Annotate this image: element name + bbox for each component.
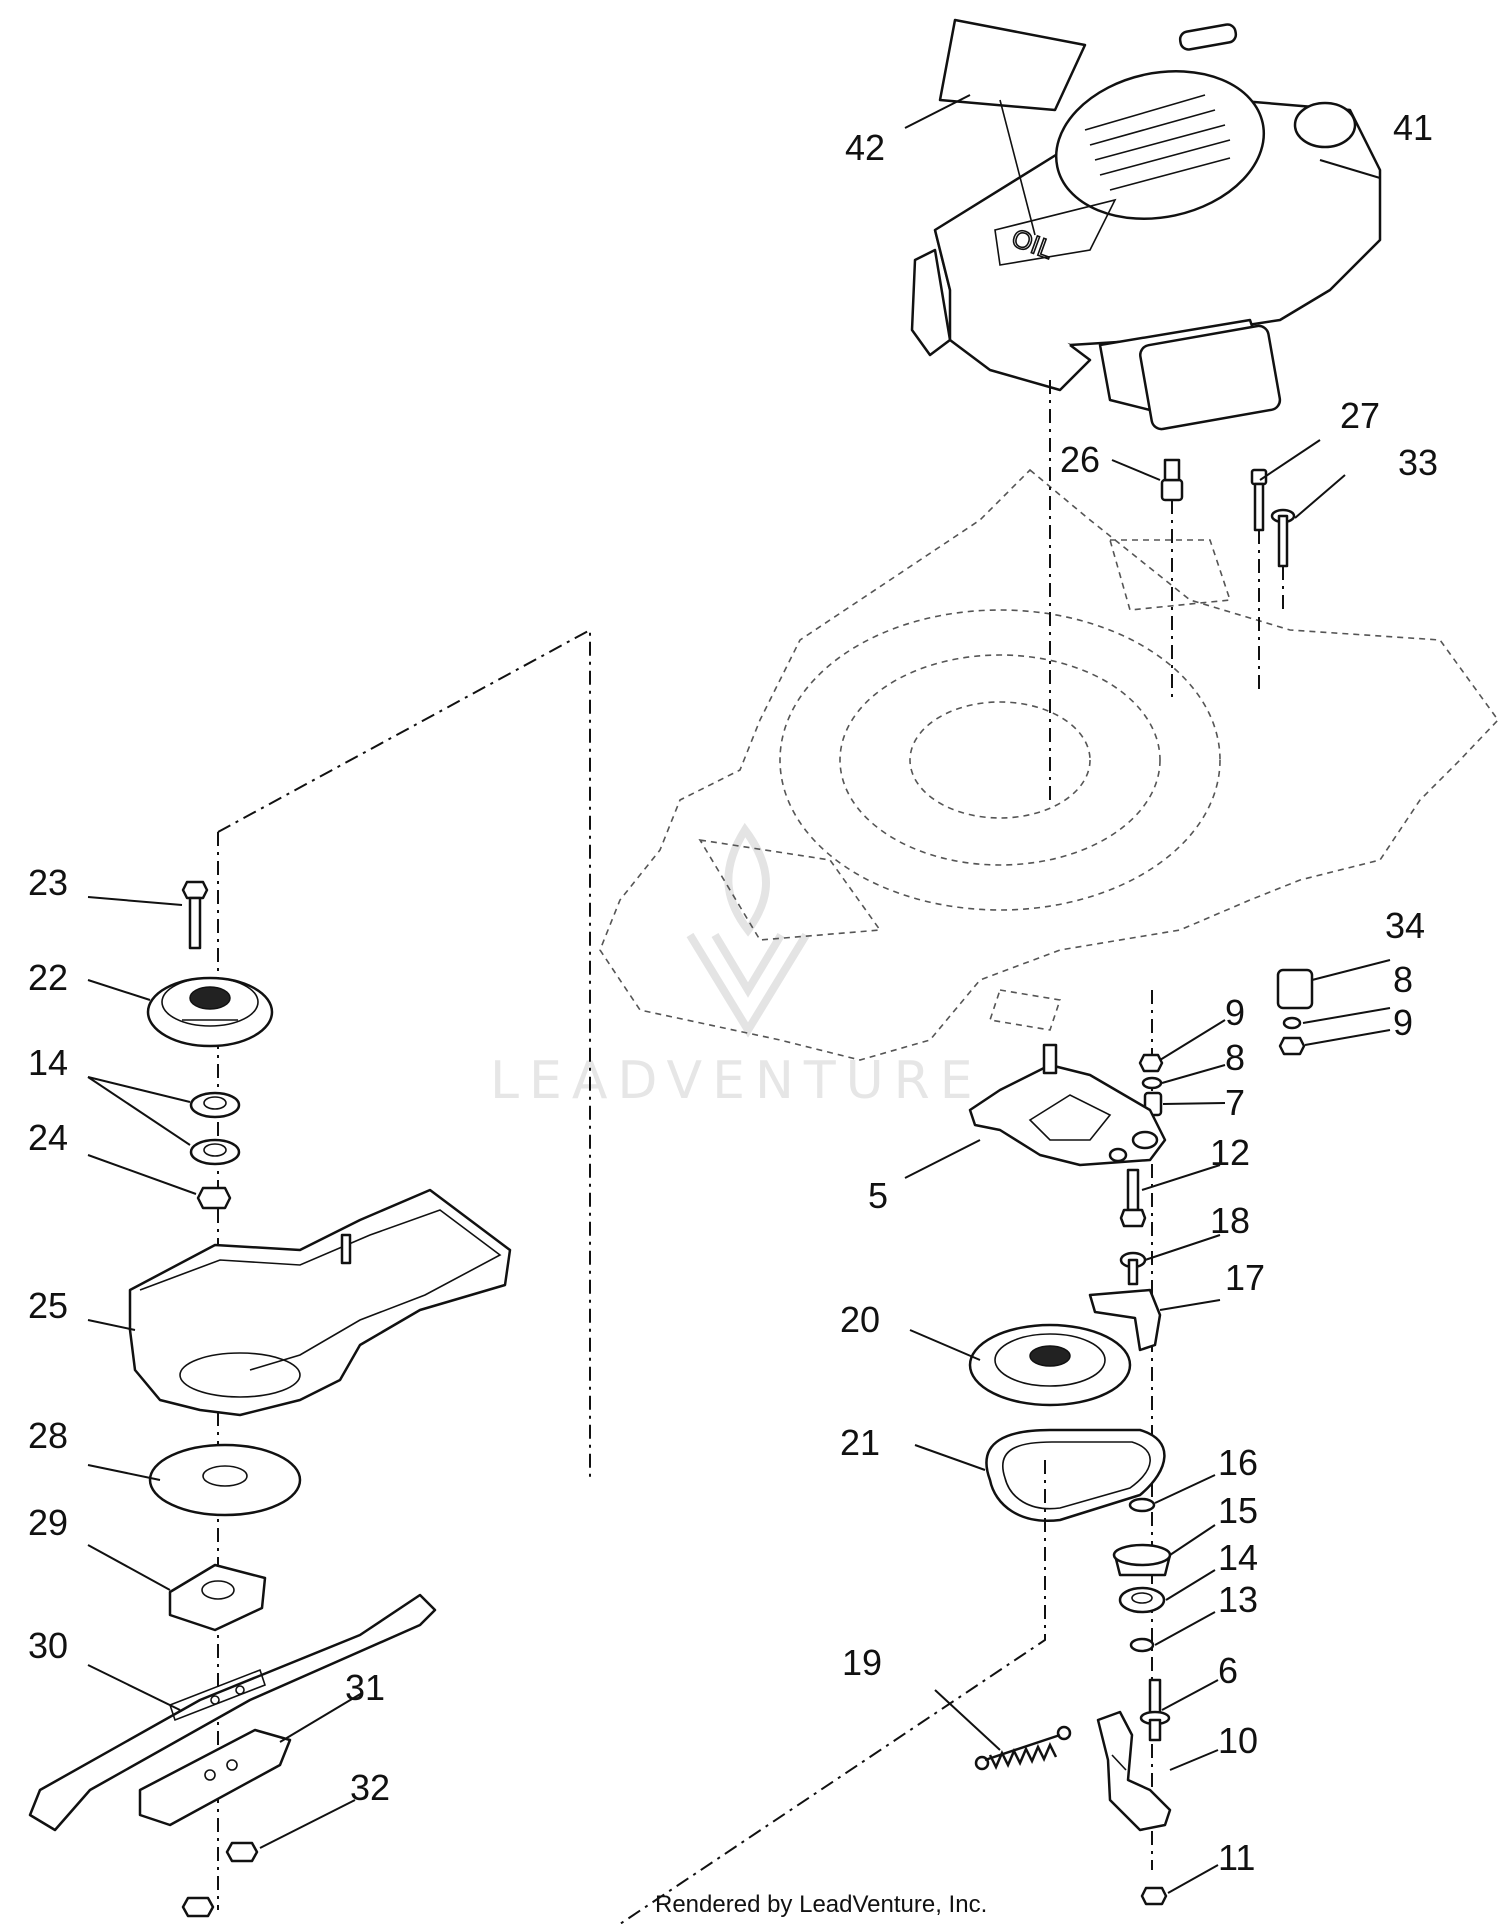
callout-12: 12 xyxy=(1210,1132,1250,1173)
callout-14-right: 14 xyxy=(1218,1537,1258,1578)
callout-17: 17 xyxy=(1225,1257,1265,1298)
callout-7: 7 xyxy=(1225,1082,1245,1123)
tension-spring xyxy=(974,1725,1072,1771)
starter-handle xyxy=(1178,23,1238,51)
callout-5: 5 xyxy=(868,1175,888,1216)
callout-19: 19 xyxy=(842,1642,882,1683)
callout-21: 21 xyxy=(840,1422,880,1463)
callout-8-center: 8 xyxy=(1225,1037,1245,1078)
callout-41: 41 xyxy=(1393,107,1433,148)
callout-22: 22 xyxy=(28,957,68,998)
spring-clip xyxy=(1276,968,1314,1056)
callout-31: 31 xyxy=(345,1667,385,1708)
spindle-stack xyxy=(1112,1497,1172,1653)
hub-bearings xyxy=(189,1091,241,1210)
callout-10: 10 xyxy=(1218,1720,1258,1761)
stud xyxy=(1139,1678,1171,1742)
callout-16: 16 xyxy=(1218,1442,1258,1483)
callout-27: 27 xyxy=(1340,395,1380,436)
idler-bolt xyxy=(1119,1168,1147,1228)
callout-26: 26 xyxy=(1060,439,1100,480)
blade-stiffener xyxy=(138,1728,292,1827)
blade-hub xyxy=(146,976,274,1048)
callout-33: 33 xyxy=(1398,442,1438,483)
leadventure-logo-icon xyxy=(686,822,810,1038)
leader-lines xyxy=(87,94,1391,1894)
drive-belt xyxy=(985,1428,1166,1523)
watermark-text: LEADVENTURE xyxy=(490,1051,983,1111)
idler-arm xyxy=(968,1043,1167,1167)
mower-blade xyxy=(28,1593,437,1832)
callout-15: 15 xyxy=(1218,1490,1258,1531)
callout-24: 24 xyxy=(28,1117,68,1158)
watermark: LEADVENTURE xyxy=(490,822,983,1111)
projection-line-lower xyxy=(619,1460,1046,1924)
deck-hardware xyxy=(1160,458,1296,700)
callout-28: 28 xyxy=(28,1415,68,1456)
engine-filter-cover xyxy=(1139,324,1282,431)
callout-labels: 42 41 26 27 33 23 22 14 24 25 28 29 30 3… xyxy=(28,107,1438,1878)
callout-9-center: 9 xyxy=(1225,992,1245,1033)
engine-decal xyxy=(938,18,1117,266)
fuel-cap xyxy=(1293,101,1357,149)
callout-42: 42 xyxy=(845,127,885,168)
callout-29: 29 xyxy=(28,1502,68,1543)
footer-credit: Rendered by LeadVenture, Inc. xyxy=(655,1891,987,1918)
mower-deck-outline xyxy=(599,468,1500,1061)
blade-nuts xyxy=(181,1841,259,1918)
blade-bolt xyxy=(181,880,209,950)
driven-pulley xyxy=(968,1323,1132,1407)
callout-30: 30 xyxy=(28,1625,68,1666)
callout-23: 23 xyxy=(28,862,68,903)
callout-8-right: 8 xyxy=(1393,959,1413,1000)
blade-adapter xyxy=(168,1563,267,1632)
blade-housing xyxy=(128,1188,512,1417)
callout-25: 25 xyxy=(28,1285,68,1326)
callout-9-right: 9 xyxy=(1393,1002,1413,1043)
engine-shroud-vents xyxy=(1084,94,1231,191)
callout-18: 18 xyxy=(1210,1200,1250,1241)
callout-13: 13 xyxy=(1218,1579,1258,1620)
blade-plate xyxy=(148,1443,302,1517)
callout-6: 6 xyxy=(1218,1650,1238,1691)
engine-shroud xyxy=(1054,70,1266,220)
projection-line-upper xyxy=(217,628,591,1480)
idler-bracket xyxy=(1096,1710,1172,1832)
callout-32: 32 xyxy=(350,1767,390,1808)
callout-34: 34 xyxy=(1385,905,1425,946)
callout-11: 11 xyxy=(1218,1837,1255,1878)
callout-14-left: 14 xyxy=(28,1042,68,1083)
belt-guide xyxy=(1088,1251,1162,1352)
lock-nut xyxy=(1140,1886,1168,1906)
callout-20: 20 xyxy=(840,1299,880,1340)
engine: OIL xyxy=(910,23,1382,431)
